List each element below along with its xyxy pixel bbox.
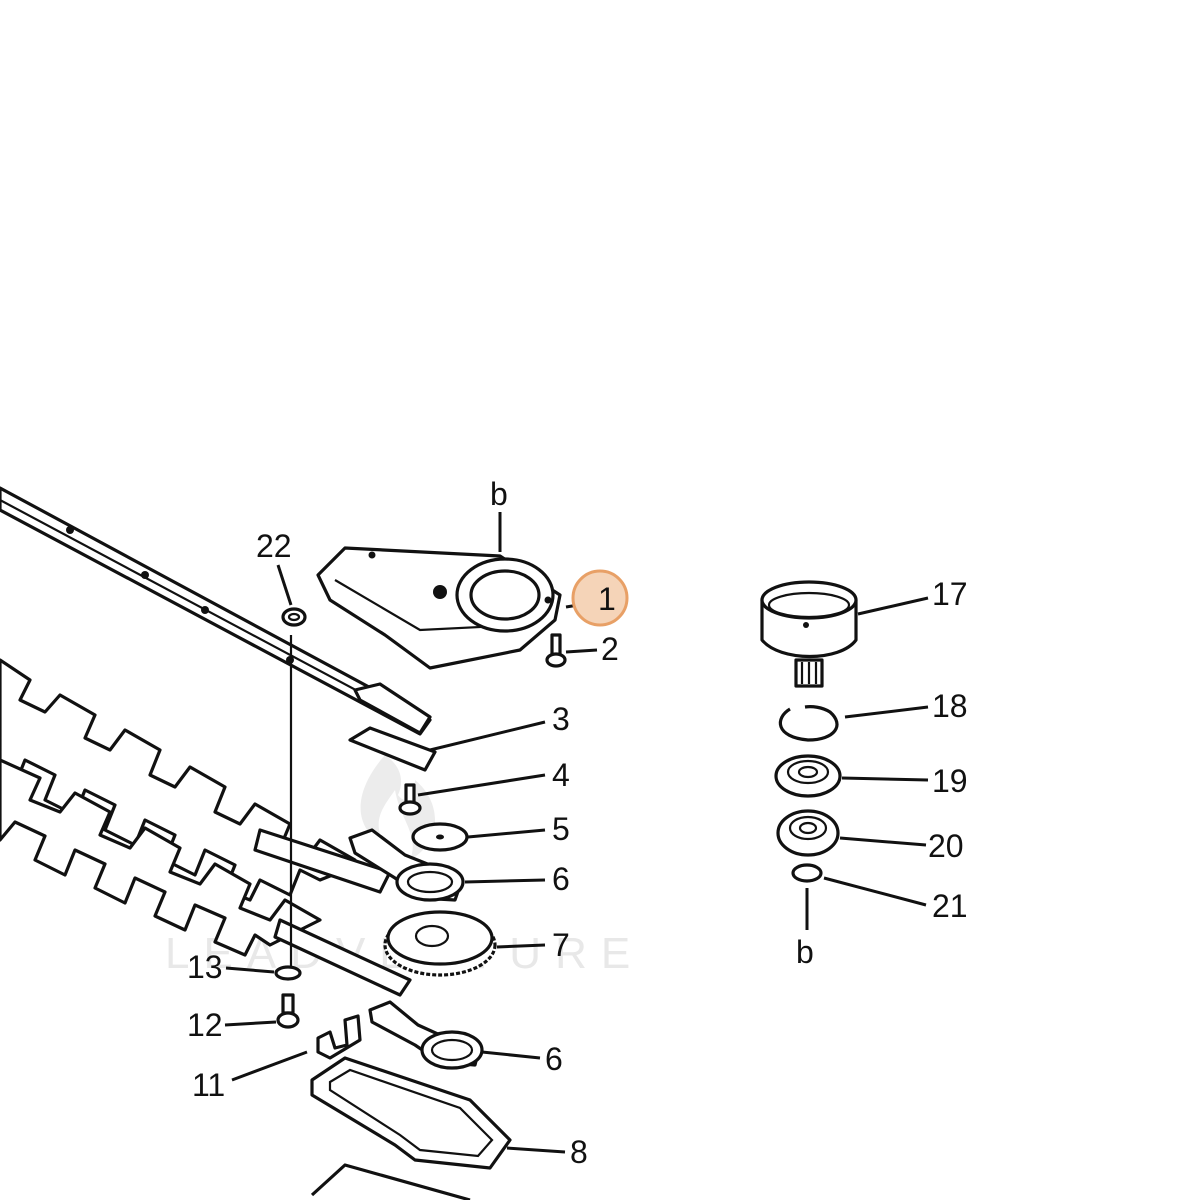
nut-22 [281,607,307,627]
bearing-20 [776,809,840,857]
callout-21[interactable]: 21 [932,888,968,924]
cutter-blade-lower [0,758,412,997]
callout-20[interactable]: 20 [928,828,964,864]
callout-5[interactable]: 5 [552,811,570,847]
callout-labels: 1 2 3 4 5 6 6 7 8 11 12 13 17 18 19 20 2… [187,476,968,1170]
bearing-19 [774,754,842,798]
callout-6-upper[interactable]: 6 [552,861,570,897]
cutter-blade-upper [0,658,392,902]
callout-12[interactable]: 12 [187,1007,223,1043]
ring-21 [791,863,823,883]
callout-b-top[interactable]: b [490,476,508,512]
washer-13 [274,965,302,981]
screw-2 [545,633,567,668]
connecting-rod-lower [368,1000,484,1070]
plate-3 [348,726,437,772]
callout-b-bottom[interactable]: b [796,934,814,970]
callout-11[interactable]: 11 [192,1067,225,1103]
callout-1[interactable]: 1 [598,581,616,617]
highlight-circle [571,569,629,627]
callout-6-lower[interactable]: 6 [545,1041,563,1077]
callout-7[interactable]: 7 [552,927,570,963]
callout-2[interactable]: 2 [601,631,619,667]
callout-13[interactable]: 13 [187,949,223,985]
callout-4[interactable]: 4 [552,757,570,793]
callout-3[interactable]: 3 [552,701,570,737]
screw-12 [276,993,300,1029]
connecting-rod-upper [348,828,465,902]
gasket-8 [310,1056,512,1200]
callout-19[interactable]: 19 [932,763,968,799]
callout-22[interactable]: 22 [256,528,292,564]
gear-7 [383,910,497,977]
clutch-drum-17 [760,580,858,688]
bracket-11 [316,1014,362,1060]
blade-upper-strip [0,486,432,736]
callout-8[interactable]: 8 [570,1134,588,1170]
washer-5 [411,822,469,852]
gear-housing [316,546,562,670]
callout-18[interactable]: 18 [932,688,968,724]
callout-17[interactable]: 17 [932,576,968,612]
screw-4 [398,783,422,816]
circlip-18 [778,705,839,742]
